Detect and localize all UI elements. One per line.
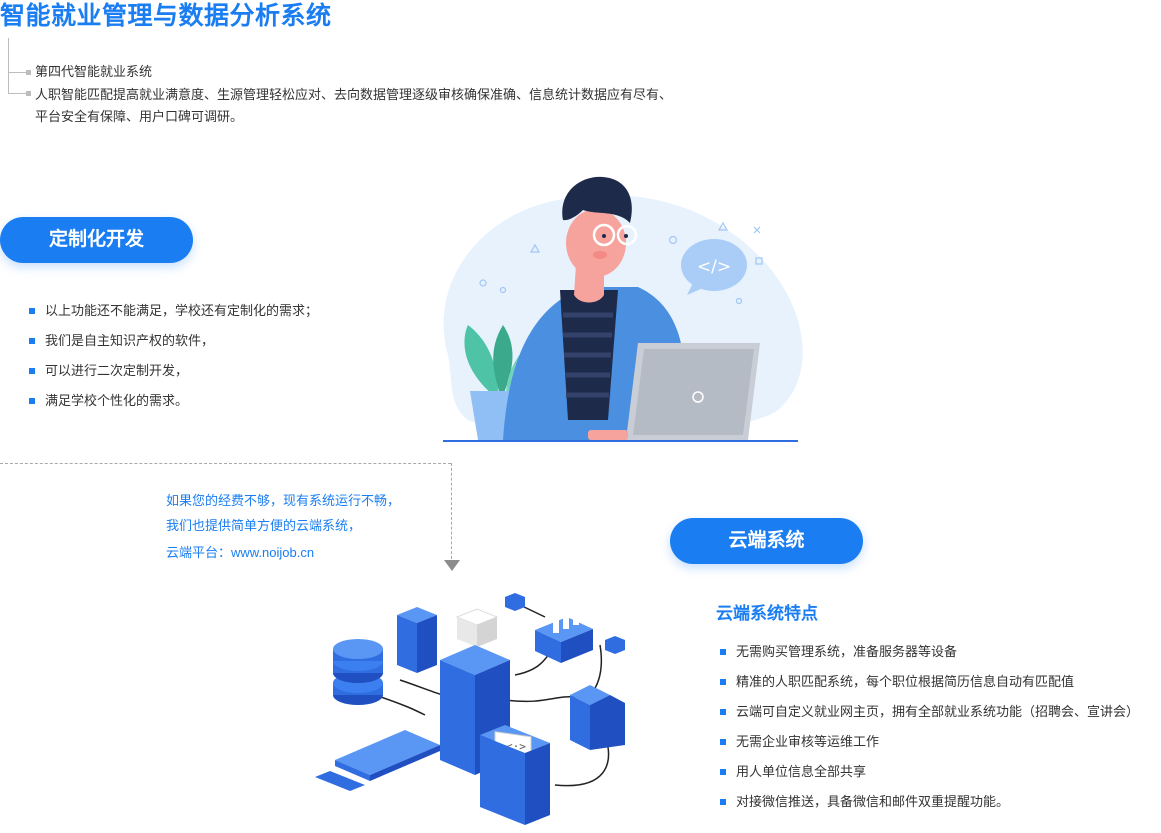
glasses-icon	[592, 223, 616, 247]
bullet-icon	[29, 338, 35, 344]
dot-icon	[735, 297, 743, 305]
cloud-features-list: 无需购买管理系统，准备服务器等设备 精准的人职匹配系统，每个职位根据简历信息自动…	[720, 637, 1139, 817]
list-item: 以上功能还不能满足，学校还有定制化的需求；	[29, 296, 318, 326]
bullet-icon	[720, 709, 726, 715]
list-item: 云端可自定义就业网主页，拥有全部就业系统功能（招聘会、宣讲会）	[720, 697, 1139, 727]
cloud-note-line: 如果您的经费不够，现有系统运行不畅，	[166, 493, 401, 508]
list-item: 我们是自主知识产权的软件，	[29, 326, 318, 356]
bullet-icon	[29, 368, 35, 374]
triangle-icon	[717, 221, 729, 231]
custom-dev-list: 以上功能还不能满足，学校还有定制化的需求； 我们是自主知识产权的软件， 可以进行…	[29, 296, 318, 416]
tree-branch	[8, 93, 30, 94]
bullet-icon	[720, 649, 726, 655]
cross-icon	[753, 226, 761, 234]
list-item: 无需企业审核等运维工作	[720, 727, 1139, 757]
developer-illustration: </>	[443, 176, 803, 442]
intro-line: 第四代智能就业系统	[35, 64, 153, 79]
list-item: 可以进行二次定制开发，	[29, 356, 318, 386]
cloud-isometric-illustration: <·>	[315, 593, 625, 825]
bullet-icon	[720, 799, 726, 805]
person-hair	[562, 176, 632, 223]
tree-connector	[8, 38, 9, 94]
cloud-note-line: 我们也提供简单方便的云端系统，	[166, 518, 362, 533]
intro-line: 人职智能匹配提高就业满意度、生源管理轻松应对、去向数据管理逐级审核确保准确、信息…	[35, 87, 673, 102]
bug-icon	[692, 391, 704, 403]
bullet-icon	[29, 398, 35, 404]
dashed-connector	[451, 463, 452, 559]
list-item: 用人单位信息全部共享	[720, 757, 1139, 787]
server-block	[397, 607, 437, 673]
dot-icon	[668, 235, 678, 245]
triangle-icon	[529, 243, 541, 253]
small-cube	[505, 593, 525, 611]
page-title: 智能就业管理与数据分析系统	[0, 2, 332, 30]
plant-leaf	[464, 325, 498, 395]
custom-dev-button[interactable]: 定制化开发	[0, 217, 193, 263]
arrow-down-icon	[444, 560, 460, 571]
bullet-icon	[720, 679, 726, 685]
list-item: 精准的人职匹配系统，每个职位根据简历信息自动有匹配值	[720, 667, 1139, 697]
bullet-icon	[29, 308, 35, 314]
code-icon: </>	[697, 257, 731, 277]
dot-icon	[499, 286, 507, 294]
cloud-system-button[interactable]: 云端系统	[670, 518, 863, 564]
dashed-connector	[0, 463, 451, 464]
bullet-icon	[720, 769, 726, 775]
bullet-icon	[720, 739, 726, 745]
intro-line: 平台安全有保障、用户口碑可调研。	[35, 109, 244, 124]
file-box: <·>	[480, 725, 550, 825]
tree-node-icon	[26, 91, 31, 96]
person-head	[566, 209, 626, 277]
list-item: 无需购买管理系统，准备服务器等设备	[720, 637, 1139, 667]
list-item: 对接微信推送，具备微信和邮件双重提醒功能。	[720, 787, 1139, 817]
tree-node-icon	[26, 70, 31, 75]
cloud-platform-link[interactable]: 云端平台：www.noijob.cn	[166, 545, 315, 560]
database-icon	[333, 639, 383, 705]
tree-branch	[8, 72, 30, 73]
cloud-features-title: 云端系统特点	[716, 604, 818, 623]
white-cube	[455, 608, 499, 647]
step-block	[570, 685, 625, 750]
small-cube	[605, 636, 625, 654]
list-item: 满足学校个性化的需求。	[29, 386, 318, 416]
keyboard-board	[315, 730, 440, 791]
dot-icon	[479, 279, 487, 287]
square-icon	[755, 257, 763, 265]
factory-block	[535, 595, 593, 663]
code-bubble	[681, 239, 747, 291]
person-hand	[588, 430, 628, 440]
